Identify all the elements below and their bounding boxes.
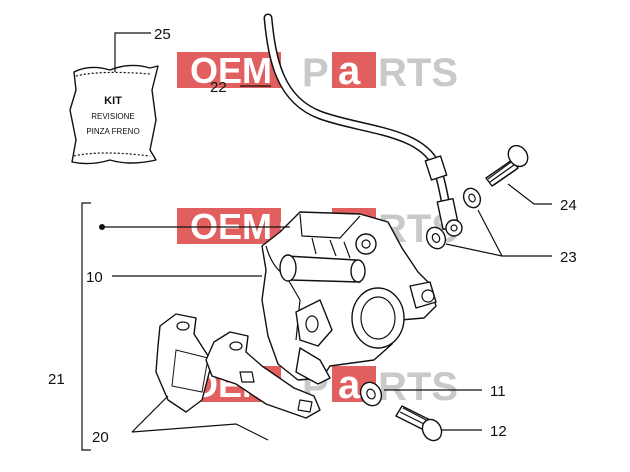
callout-22: 22 <box>210 79 227 96</box>
watermark-a-text: a <box>338 363 361 407</box>
callout-21: 21 <box>48 371 65 388</box>
bracket-21 <box>81 202 91 451</box>
leader-24 <box>507 183 552 205</box>
leader-20a <box>131 395 169 433</box>
bolt-12-part <box>395 405 443 442</box>
watermark-rts-text: RTS <box>378 51 458 95</box>
leader-20b <box>131 423 269 441</box>
watermark-rts-text: RTS <box>378 365 458 409</box>
callout-11: 11 <box>490 383 506 400</box>
callout-25: 25 <box>154 26 171 43</box>
leader-23b <box>445 243 503 257</box>
kit-label-line1: KIT <box>104 95 122 107</box>
watermark-top: OEM BIKE P a RTS <box>177 49 458 95</box>
leader-dot-marker <box>99 224 105 230</box>
watermark-a-text: a <box>338 49 361 93</box>
watermark-p-text: P <box>302 51 329 95</box>
washer-11-part <box>359 381 383 407</box>
callout-24: 24 <box>560 197 577 214</box>
kit-label-line3: PINZA FRENO <box>86 127 139 136</box>
kit-label-line2: REVISIONE <box>91 112 135 121</box>
callout-23: 23 <box>560 249 577 266</box>
leader-23a <box>477 209 552 257</box>
brake-caliper-part <box>261 211 437 385</box>
callout-12: 12 <box>490 423 507 440</box>
brake-hose-part <box>263 13 463 237</box>
watermark-oem-text: OEM <box>190 50 272 91</box>
kit-bag-part: KIT REVISIONE PINZA FRENO <box>69 64 159 165</box>
brake-pads-part <box>155 313 321 419</box>
washers-part <box>425 187 482 250</box>
callout-20: 20 <box>92 429 109 446</box>
banjo-bolt-part <box>485 144 529 187</box>
callout-10: 10 <box>86 269 103 286</box>
leader-25 <box>114 32 151 72</box>
